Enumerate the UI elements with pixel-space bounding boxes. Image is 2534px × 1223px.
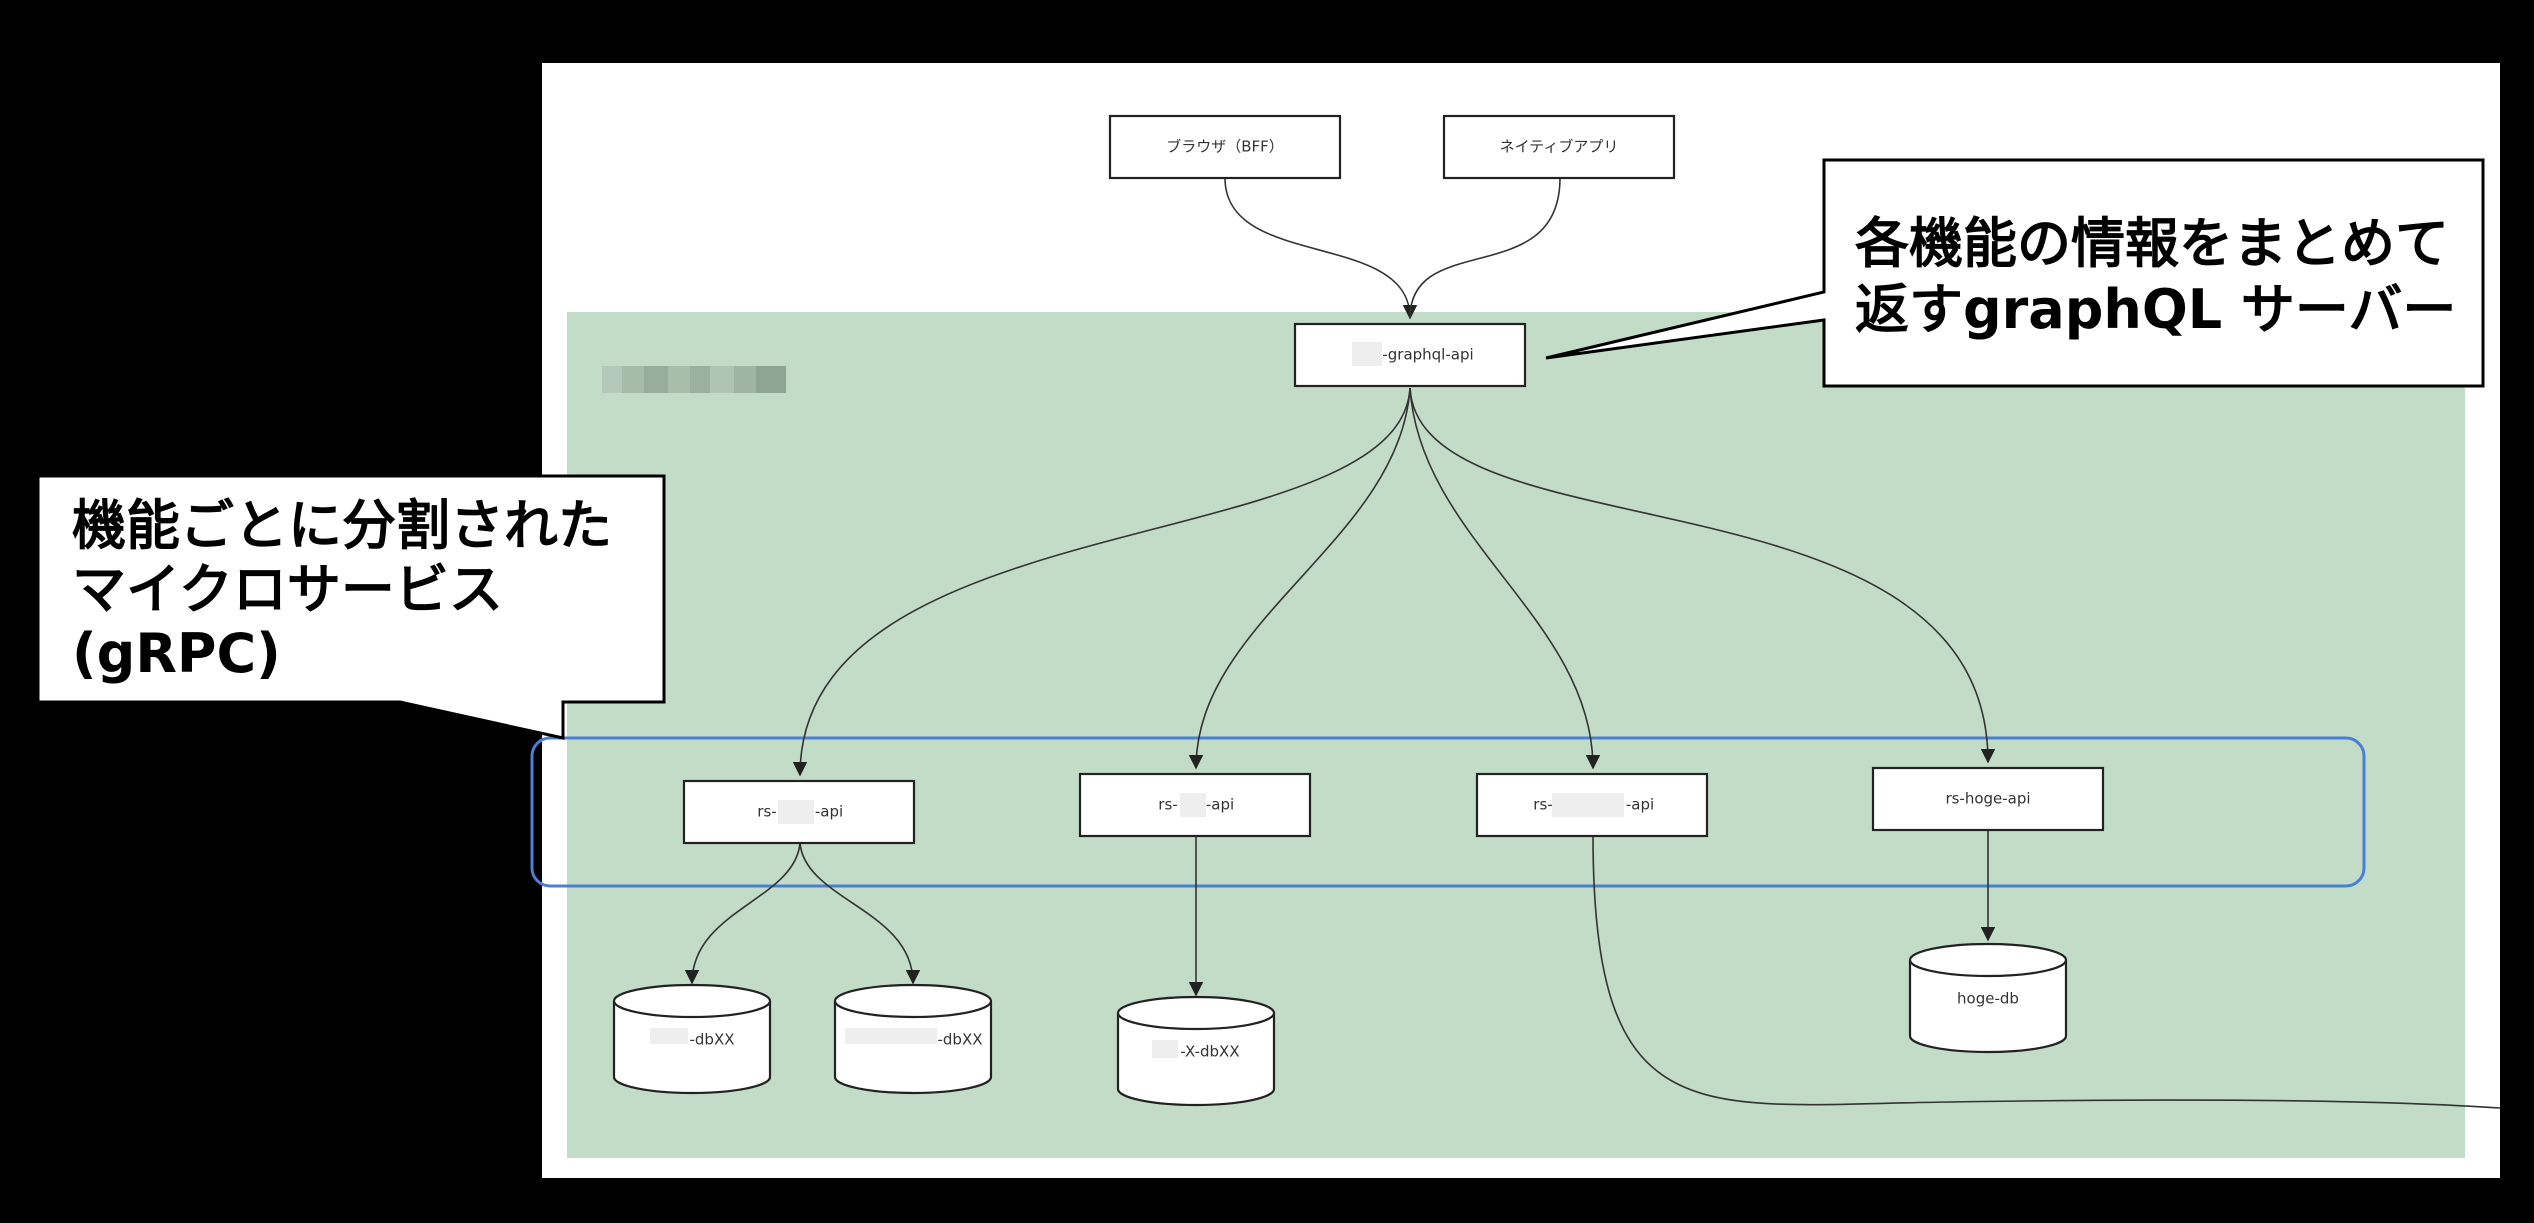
node-browser-bff[interactable]: ブラウザ（BFF） — [1108, 114, 1342, 180]
edge-svc1-db1 — [684, 842, 801, 985]
node-service-3[interactable]: rs- -api — [1475, 772, 1709, 838]
redacted-name — [1180, 793, 1206, 817]
svg-text:-dbXX: -dbXX — [689, 1031, 734, 1049]
node-hoge-api[interactable]: rs-hoge-api — [1871, 766, 2105, 832]
svg-text:-api: -api — [1206, 796, 1234, 814]
edge-graphql-svc4 — [1409, 387, 1996, 764]
edge-graphql-svc1 — [792, 387, 1411, 777]
svg-text:rs-: rs- — [757, 803, 776, 821]
node-native-app[interactable]: ネイティブアプリ — [1442, 114, 1676, 180]
db-hoge[interactable]: hoge-db — [1908, 942, 2068, 1054]
svg-text:機能ごとに分割された: 機能ごとに分割された — [72, 494, 612, 557]
db-2[interactable]: -dbXX — [833, 983, 993, 1095]
svg-text:(gRPC): (gRPC) — [72, 622, 281, 685]
edge-svc3-offscreen — [1592, 835, 2501, 1109]
callout-microservices: 機能ごとに分割された マイクロサービス (gRPC) — [36, 474, 666, 740]
callout-graphql-server: 各機能の情報をまとめて 返すgraphQL サーバー — [1545, 158, 2485, 388]
edge-browser-graphql — [1224, 177, 1418, 320]
redacted-name — [650, 1028, 688, 1044]
svg-text:rs-hoge-api: rs-hoge-api — [1945, 790, 2030, 808]
svg-text:返すgraphQL サーバー: 返すgraphQL サーバー — [1855, 278, 2456, 341]
node-service-1[interactable]: rs- -api — [682, 779, 916, 845]
region-label-redacted — [602, 366, 786, 393]
redacted-name — [1552, 793, 1624, 817]
svg-text:-dbXX: -dbXX — [937, 1031, 982, 1049]
microservice-group-outline — [530, 736, 2366, 888]
db-1[interactable]: -dbXX — [612, 983, 772, 1095]
node-graphql-api[interactable]: -graphql-api — [1293, 322, 1527, 388]
redacted-name — [1152, 1040, 1178, 1058]
edge-graphql-svc3 — [1409, 387, 1601, 770]
svg-text:ブラウザ（BFF）: ブラウザ（BFF） — [1166, 138, 1284, 156]
db-3[interactable]: -X-dbXX — [1116, 995, 1276, 1107]
svg-text:各機能の情報をまとめて: 各機能の情報をまとめて — [1855, 212, 2449, 275]
svg-text:hoge-db: hoge-db — [1957, 990, 2019, 1008]
edge-svc1-db2 — [799, 842, 921, 985]
redacted-name — [845, 1028, 937, 1044]
node-service-2[interactable]: rs- -api — [1078, 772, 1312, 838]
svg-text:rs-: rs- — [1533, 796, 1552, 814]
edge-native-graphql — [1409, 177, 1561, 319]
edge-graphql-svc2 — [1188, 387, 1411, 770]
redacted-name — [778, 800, 814, 824]
svg-text:マイクロサービス: マイクロサービス — [72, 558, 503, 621]
edges — [684, 177, 2501, 1109]
svg-text:-graphql-api: -graphql-api — [1382, 346, 1473, 364]
svg-text:-X-dbXX: -X-dbXX — [1180, 1043, 1239, 1061]
svg-text:ネイティブアプリ: ネイティブアプリ — [1500, 138, 1619, 156]
svg-text:-api: -api — [1626, 796, 1654, 814]
svg-text:-api: -api — [815, 803, 843, 821]
svg-text:rs-: rs- — [1158, 796, 1177, 814]
redacted-name — [1352, 342, 1382, 366]
